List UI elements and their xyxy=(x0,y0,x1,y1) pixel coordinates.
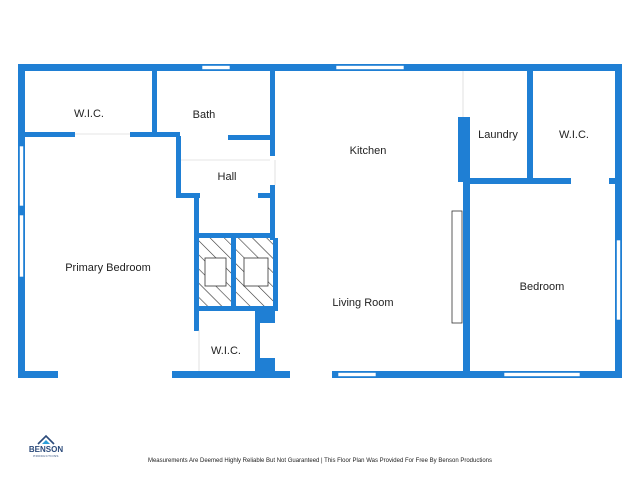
room-labels: W.I.C. Bath Hall Primary Bedroom W.I.C. … xyxy=(65,108,589,357)
benson-logo: BENSON PRODUCTIONS xyxy=(22,432,70,460)
wall-right xyxy=(615,64,622,378)
label-living-room: Living Room xyxy=(332,297,393,309)
wall-laundry-left-top xyxy=(458,117,465,182)
frame-lines xyxy=(75,71,464,371)
interior-walls xyxy=(25,71,615,378)
wall-closet-mid xyxy=(231,238,236,308)
wall-laundry-wic xyxy=(527,71,533,184)
window-kitchen xyxy=(335,65,405,70)
wall-wic-bath xyxy=(152,71,157,136)
label-laundry: Laundry xyxy=(478,129,518,141)
wall-wic-right-stub xyxy=(609,178,615,184)
footer-disclaimer: Measurements Are Deemed Highly Reliable … xyxy=(147,458,493,464)
window-living-bottom xyxy=(337,372,377,377)
wall-laundry-bottom xyxy=(463,178,571,184)
wall-bath-bottom xyxy=(228,135,275,140)
chimneys xyxy=(199,238,273,306)
wall-closet-top xyxy=(194,233,275,238)
wall-laundry-left xyxy=(463,117,470,378)
label-primary-bedroom: Primary Bedroom xyxy=(65,262,151,274)
wall-wic-bottom-2 xyxy=(130,132,180,137)
label-bedroom: Bedroom xyxy=(520,281,565,293)
label-wic-top-left: W.I.C. xyxy=(74,108,104,120)
wall-closet-left xyxy=(194,198,199,308)
wall-bottom-mid-segment xyxy=(410,371,463,378)
wall-wic-bottom xyxy=(25,132,75,137)
label-wic-bottom: W.I.C. xyxy=(211,345,241,357)
label-bath: Bath xyxy=(193,109,216,121)
wall-hall-bottom xyxy=(176,193,200,198)
label-hall: Hall xyxy=(218,171,237,183)
window-bedroom-bottom xyxy=(503,372,581,377)
kitchen-counter xyxy=(451,210,463,324)
wall-closet-right xyxy=(273,238,278,311)
logo-name: BENSON xyxy=(28,445,64,454)
wall-wic-bottom-right xyxy=(255,311,260,371)
label-wic-right: W.I.C. xyxy=(559,129,589,141)
label-kitchen: Kitchen xyxy=(350,145,387,157)
window-right-bedroom xyxy=(616,239,621,321)
opening-bottom-left xyxy=(58,371,172,378)
window-left-lower xyxy=(19,214,24,278)
wall-bath-right xyxy=(270,71,275,156)
chimney-left-flue xyxy=(204,257,227,287)
chimney-right-flue xyxy=(243,257,269,287)
wall-wic-bottom-left xyxy=(194,311,199,331)
window-bath xyxy=(201,65,231,70)
wall-hall-right-lower xyxy=(270,185,275,240)
wall-wic-bottom-block xyxy=(255,358,275,371)
wall-wic-bottom-notch xyxy=(260,311,275,323)
wall-closet-bottom xyxy=(194,306,275,311)
wall-hall-left xyxy=(176,136,181,198)
house-icon xyxy=(37,434,55,445)
window-left-upper xyxy=(19,145,24,207)
logo-subtitle: PRODUCTIONS xyxy=(33,454,59,458)
wall-top xyxy=(18,64,622,71)
windows xyxy=(19,65,621,377)
wall-hall-bottom-2 xyxy=(258,193,275,198)
opening-bottom-mid xyxy=(290,371,332,378)
